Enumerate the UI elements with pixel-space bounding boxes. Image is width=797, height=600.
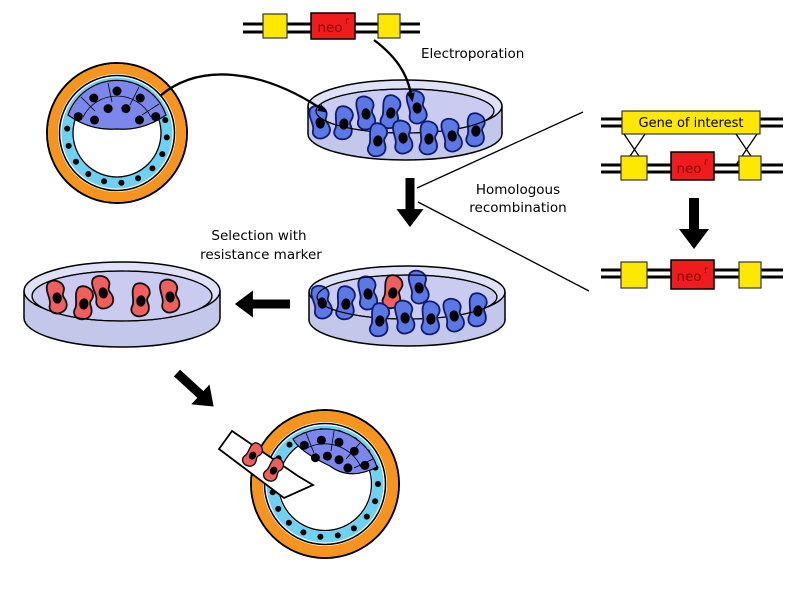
es-cell-dish (307, 79, 503, 161)
bracket-line-upper (416, 111, 584, 189)
homology-arm-box (620, 261, 648, 289)
neo-superscript: r (704, 157, 708, 168)
icm-nuclei (73, 86, 161, 122)
gene-of-interest-label: Gene of interest (639, 116, 744, 131)
neo-cassette-box (670, 151, 715, 181)
homology-arm-box (738, 261, 762, 289)
zoom-bracket-lines (416, 111, 590, 292)
recombined-locus: neo r (601, 259, 783, 290)
neo-label: neo (676, 269, 701, 285)
gene-of-interest-box (621, 110, 761, 135)
arrow-blastocyst-to-dish (159, 73, 327, 113)
arrow-construct-to-dish (373, 39, 415, 103)
neo-label: neo (676, 161, 701, 177)
neo-cassette-box (310, 12, 356, 40)
bracket-line-lower (417, 201, 590, 292)
selection-label-line2: resistance marker (200, 247, 322, 263)
neo-superscript: r (345, 16, 349, 27)
homology-arm-box (377, 13, 401, 39)
neo-cassette-box (670, 259, 715, 290)
recombination-panel: Gene of interest neo r neo r (601, 110, 783, 290)
zona-pellucida (252, 411, 398, 557)
selected-cell-dish (23, 261, 221, 348)
arrow-to-injection (173, 369, 214, 407)
homology-arm-box (738, 155, 762, 181)
pipette-body (217, 429, 315, 500)
homology-arm-box (620, 155, 648, 181)
icm-nuclei (90, 104, 144, 125)
homologous-recombination-label-line1: Homologous (476, 182, 560, 198)
neo-superscript: r (704, 265, 708, 276)
selection-label-line1: Selection with (211, 228, 306, 244)
homologous-recombination-label-line2: recombination (469, 200, 566, 216)
mixed-cell-dish (308, 265, 506, 347)
zona-pellucida (48, 64, 186, 202)
neo-label: neo (317, 20, 342, 36)
electroporation-label: Electroporation (421, 46, 524, 62)
targeting-construct: neo r (243, 12, 420, 40)
construct-strand: neo r (601, 151, 783, 181)
blastocyst-donor (46, 62, 188, 204)
icm-nuclei (299, 435, 370, 470)
homology-arm-box (262, 13, 288, 39)
genomic-locus: Gene of interest (601, 110, 783, 135)
blastocyst-injected (250, 409, 400, 559)
injection-pipette (217, 429, 315, 500)
icm-nuclei (310, 451, 353, 473)
